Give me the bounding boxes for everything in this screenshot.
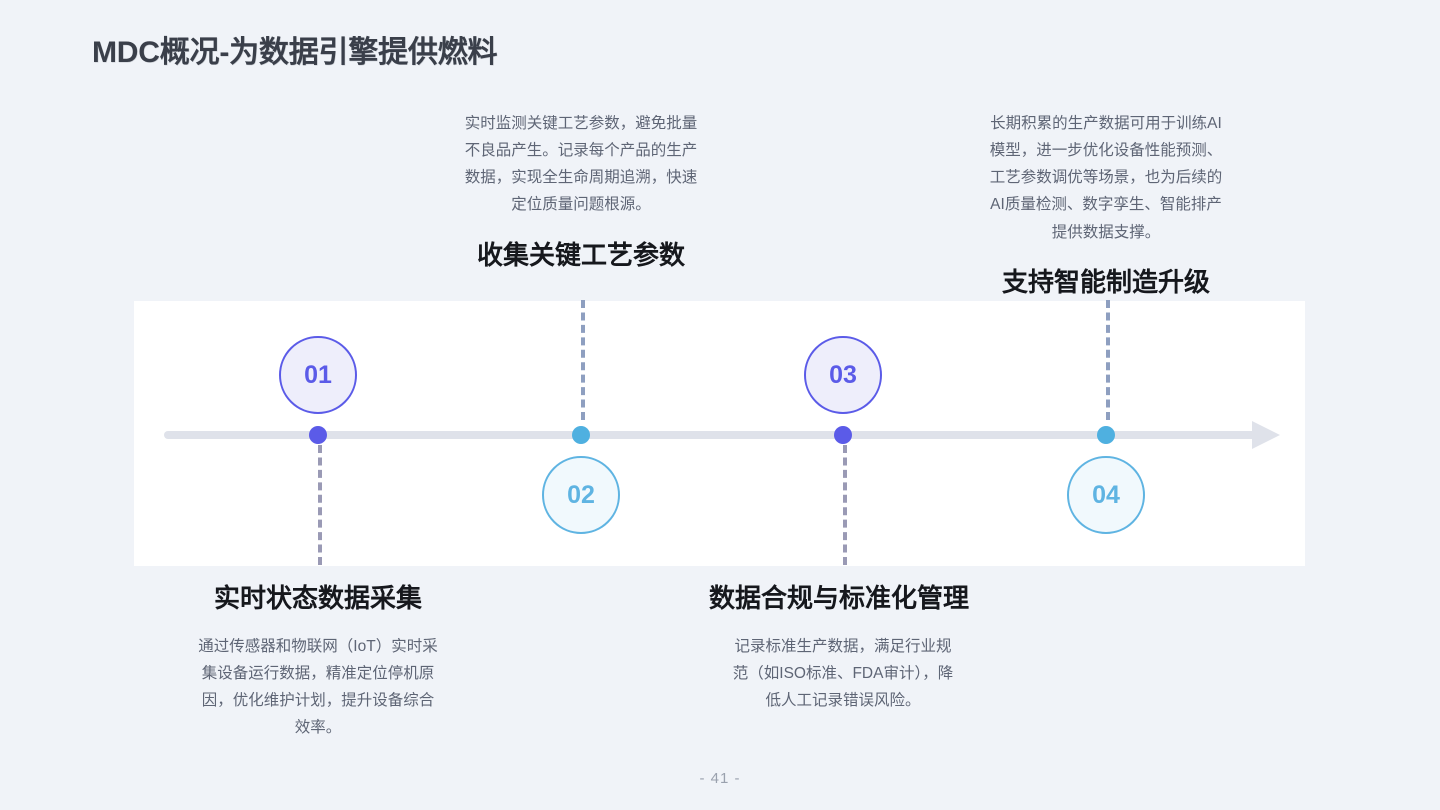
step-block-03: 数据合规与标准化管理 记录标准生产数据，满足行业规范（如ISO标准、FDA审计）…: [709, 578, 974, 714]
step-circle-04[interactable]: 04: [1067, 456, 1145, 534]
step-body-01: 通过传感器和物联网（IoT）实时采集设备运行数据，精准定位停机原因，优化维护计划…: [198, 638, 438, 737]
timeline-dot-03[interactable]: [834, 426, 852, 444]
step-circle-02[interactable]: 02: [542, 456, 620, 534]
step-circle-03[interactable]: 03: [804, 336, 882, 414]
connector-line-03: [843, 445, 847, 565]
page-title: MDC概况-为数据引擎提供燃料: [92, 36, 498, 69]
step-block-02: 实时监测关键工艺参数，避免批量不良品产生。记录每个产品的生产数据，实现全生命周期…: [459, 110, 703, 272]
step-body-02: 实时监测关键工艺参数，避免批量不良品产生。记录每个产品的生产数据，实现全生命周期…: [464, 115, 698, 214]
timeline-arrow-icon: [1252, 421, 1280, 449]
page-number: - 41 -: [699, 770, 741, 787]
connector-line-01: [318, 445, 322, 565]
step-block-04: 长期积累的生产数据可用于训练AI模型，进一步优化设备性能预测、工艺参数调优等场景…: [984, 110, 1228, 299]
connector-line-04: [1106, 300, 1110, 420]
step-number-04: 04: [1092, 480, 1120, 509]
step-body-04: 长期积累的生产数据可用于训练AI模型，进一步优化设备性能预测、工艺参数调优等场景…: [989, 115, 1223, 241]
timeline-axis: [164, 431, 1262, 439]
step-title-01: 实时状态数据采集: [213, 583, 422, 613]
step-title-04: 支持智能制造升级: [1001, 266, 1210, 297]
step-block-01: 实时状态数据采集 通过传感器和物联网（IoT）实时采集设备运行数据，精准定位停机…: [196, 578, 440, 742]
step-title-03: 数据合规与标准化管理: [708, 583, 969, 613]
step-body-03: 记录标准生产数据，满足行业规范（如ISO标准、FDA审计），降低人工记录错误风险…: [732, 638, 954, 710]
step-title-02: 收集关键工艺参数: [476, 239, 685, 270]
step-number-01: 01: [304, 360, 332, 389]
timeline-dot-04[interactable]: [1097, 426, 1115, 444]
step-number-03: 03: [829, 360, 857, 389]
step-number-02: 02: [567, 480, 595, 509]
timeline-dot-02[interactable]: [572, 426, 590, 444]
timeline-dot-01[interactable]: [309, 426, 327, 444]
step-circle-01[interactable]: 01: [279, 336, 357, 414]
connector-line-02: [581, 300, 585, 420]
